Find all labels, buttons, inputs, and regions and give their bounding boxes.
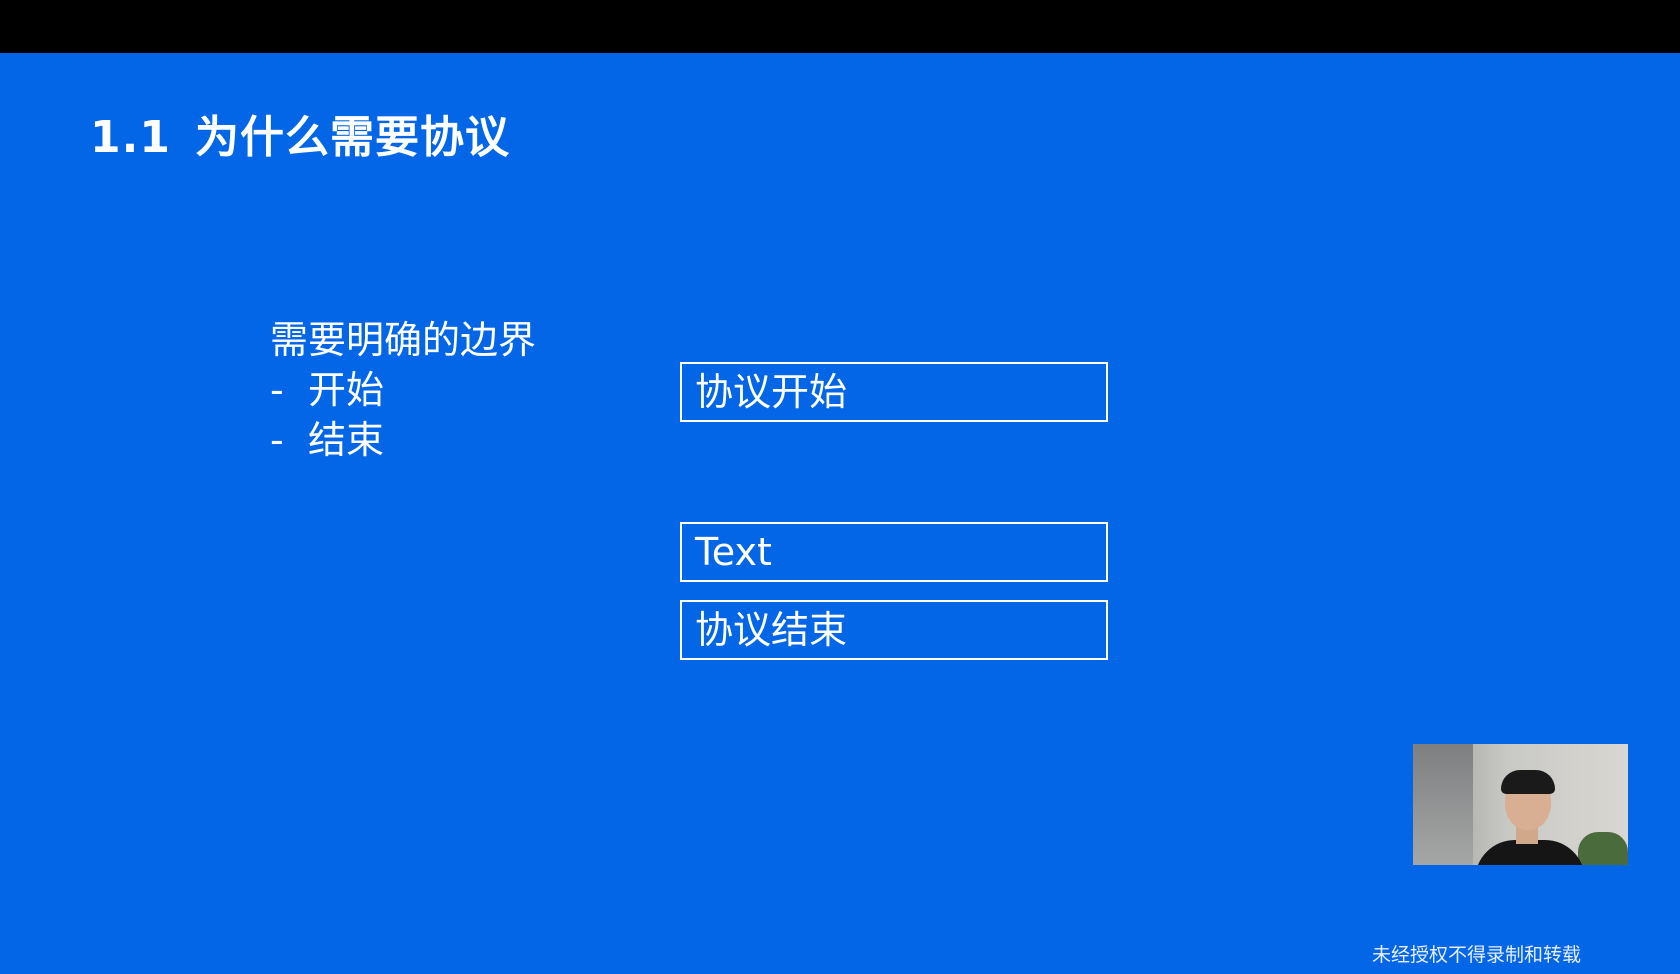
webcam-plant — [1578, 832, 1628, 865]
slide-title: 1.1 为什么需要协议 — [90, 101, 510, 165]
webcam-window — [1413, 744, 1473, 865]
presenter-webcam-overlay — [1413, 744, 1628, 865]
bullet-item-start: -开始 — [270, 365, 536, 415]
presenter-hair — [1501, 770, 1555, 794]
presentation-slide: 1.1 为什么需要协议 需要明确的边界 -开始 -结束 协议开始 Text 协议结… — [0, 53, 1680, 974]
bullet-item-label: 结束 — [308, 418, 385, 462]
bullet-item-label: 开始 — [308, 368, 385, 412]
bullet-dash: - — [270, 418, 284, 462]
bullet-heading: 需要明确的边界 — [270, 318, 537, 362]
bullet-list: 需要明确的边界 -开始 -结束 — [270, 315, 536, 465]
copyright-watermark: 未经授权不得录制和转载 — [1372, 944, 1582, 966]
letterbox-top-bar — [0, 0, 1680, 53]
protocol-end-box: 协议结束 — [680, 600, 1108, 660]
protocol-start-box: 协议开始 — [680, 362, 1108, 422]
bullet-dash: - — [270, 368, 284, 412]
slide-title-number: 1.1 — [90, 112, 171, 163]
slide-title-text: 为什么需要协议 — [194, 112, 510, 163]
protocol-content-box: Text — [680, 522, 1108, 582]
bullet-item-end: -结束 — [270, 415, 536, 465]
